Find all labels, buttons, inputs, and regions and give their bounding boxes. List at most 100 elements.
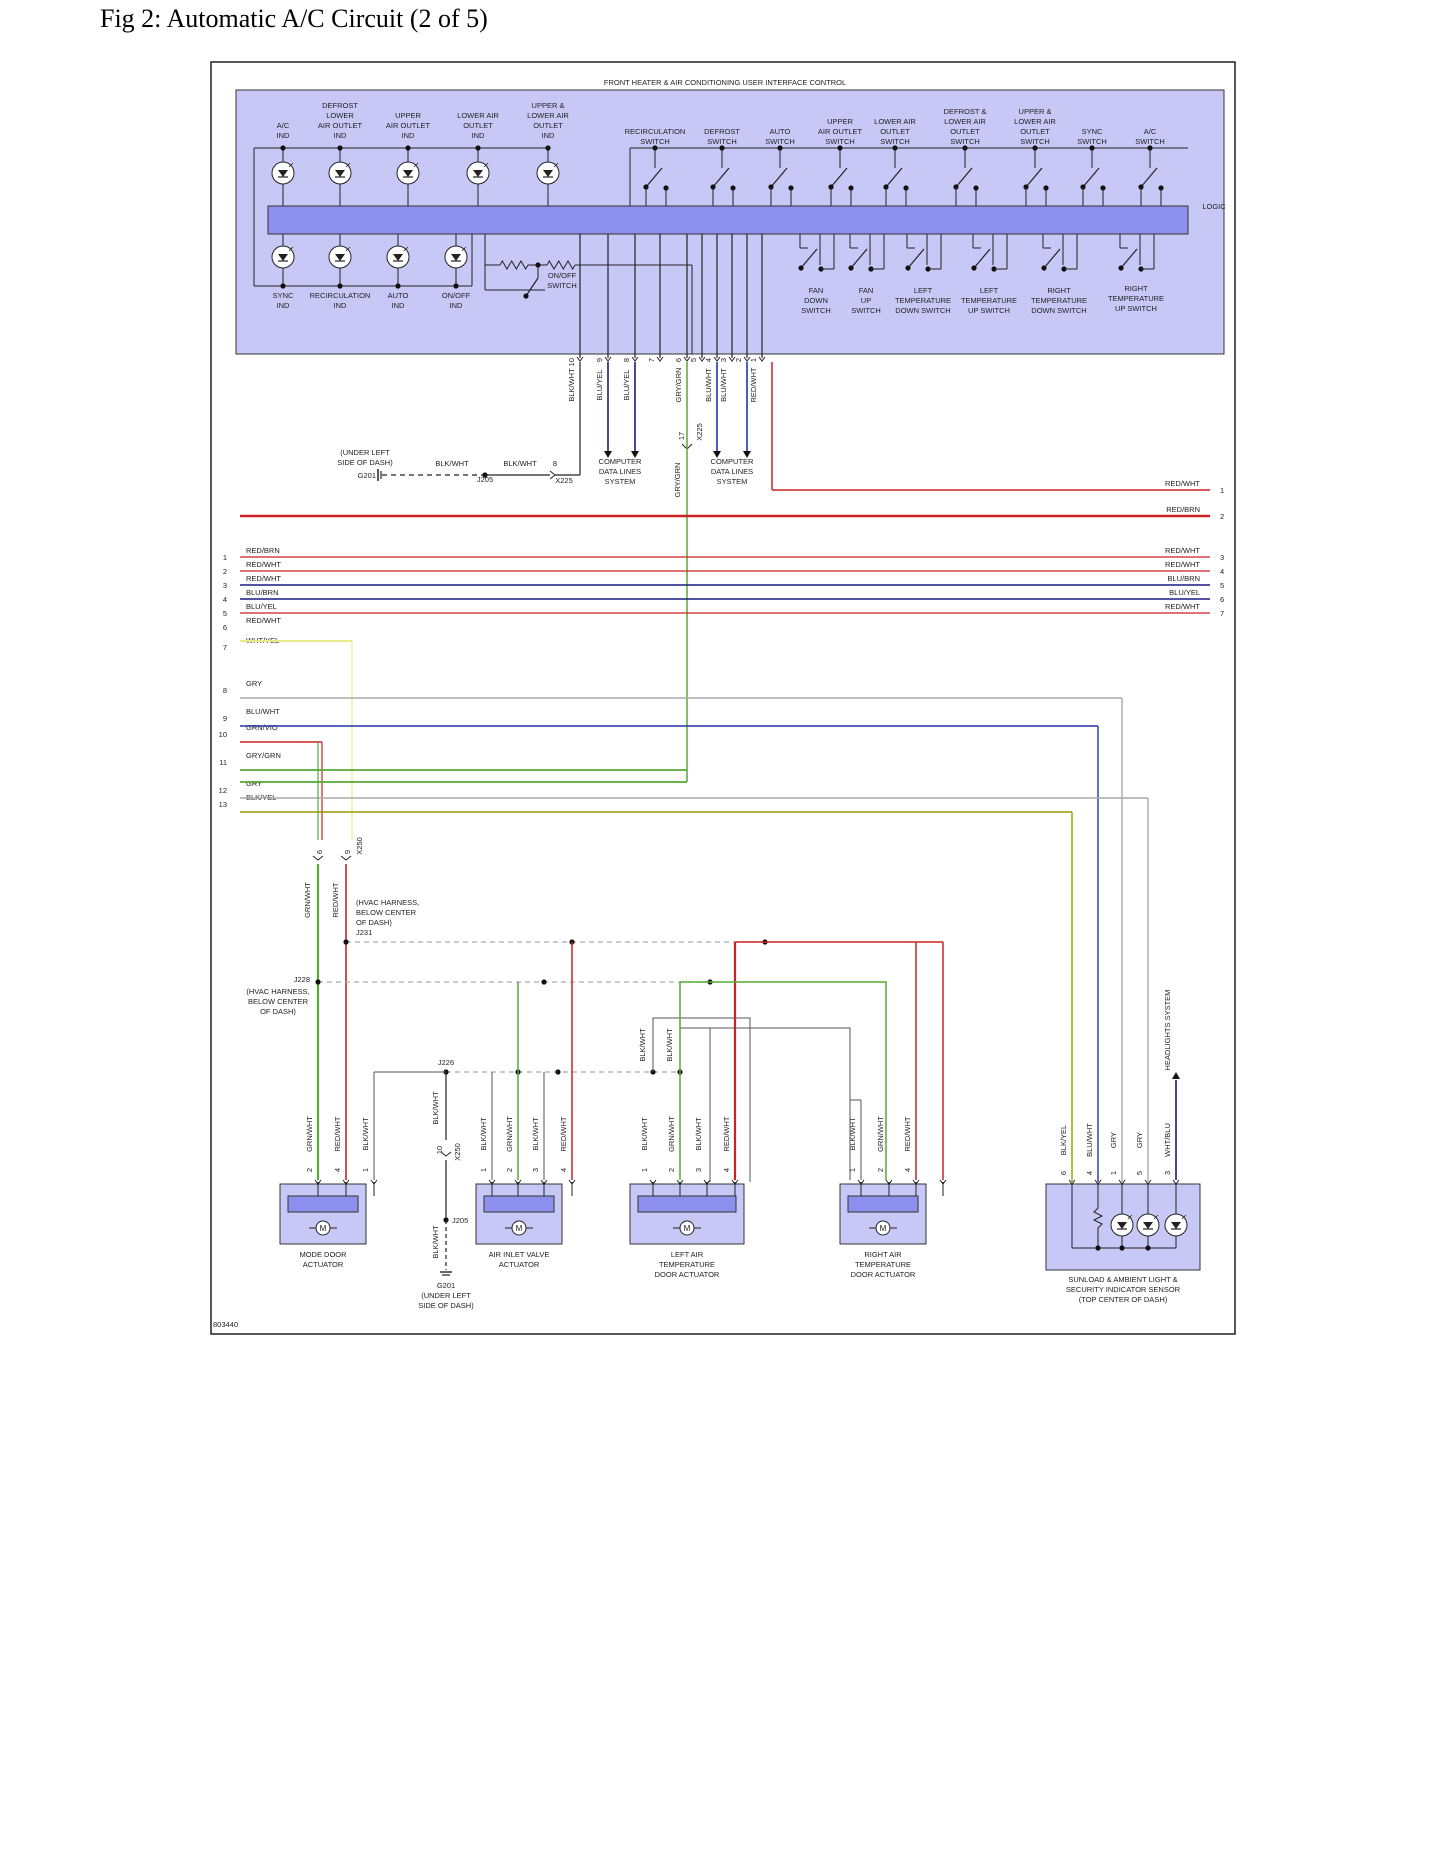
wire-label: GRY/GRN — [246, 751, 281, 760]
wire-number: 2 — [1220, 512, 1224, 521]
led-icon-ray — [413, 162, 419, 168]
indicator-node — [453, 283, 459, 289]
wire-label: BLK/WHT — [361, 1117, 370, 1151]
splice-dot — [1145, 1245, 1151, 1251]
splice-dot — [315, 979, 321, 985]
led-icon-diode — [278, 254, 288, 261]
headlights-label: HEADLIGHTS SYSTEM — [1163, 990, 1172, 1071]
wire-label: RED/WHT — [903, 1116, 912, 1151]
top-switch-label: OUTLET — [950, 127, 980, 136]
computer-data-lines-label: SYSTEM — [717, 477, 748, 486]
top-switch-label: LOWER AIR — [1014, 117, 1056, 126]
thermistor-icon — [1092, 1200, 1104, 1248]
top-indicator-label: IND — [277, 131, 291, 140]
connector-icon — [631, 356, 639, 362]
bottom-indicator-label: IND — [277, 301, 291, 310]
connector-icon — [576, 356, 584, 362]
connector-icon — [314, 1179, 322, 1185]
top-indicator-label: IND — [334, 131, 348, 140]
figure-title: Fig 2: Automatic A/C Circuit (2 of 5) — [100, 4, 488, 33]
pin-number: 1 — [749, 358, 758, 362]
connector-label: X225 — [555, 476, 573, 485]
motor-icon-glyph: M — [320, 1224, 327, 1233]
top-indicator-label: IND — [472, 131, 486, 140]
switch-icon — [1140, 167, 1158, 188]
bottom-switch-label: UP SWITCH — [1115, 304, 1157, 313]
bottom-indicator-label: IND — [392, 301, 406, 310]
wire-label: BLK/WHT — [503, 459, 537, 468]
bottom-indicator-label: SYNC — [273, 291, 294, 300]
led-icon-ray — [288, 246, 294, 252]
bottom-indicator-label: AUTO — [388, 291, 409, 300]
actuator-label: DOOR ACTUATOR — [851, 1270, 916, 1279]
wire-number: 6 — [223, 623, 227, 632]
top-switch-label: A/C — [1144, 127, 1157, 136]
pin-number: 6 — [674, 358, 683, 362]
wire-label: BLK/WHT — [435, 459, 469, 468]
connector-icon — [743, 356, 751, 362]
wire-number: 1 — [1220, 486, 1224, 495]
switch-icon-node — [1041, 265, 1047, 271]
bottom-switch-label: SWITCH — [851, 306, 881, 315]
wire-number: 1 — [223, 553, 227, 562]
connector-icon — [540, 1179, 548, 1185]
connector-icon — [656, 356, 664, 362]
top-switch-label: SWITCH — [1020, 137, 1050, 146]
wire-label: BLK/WHT — [431, 1225, 440, 1259]
connector-icon — [857, 1179, 865, 1185]
switch-icon — [712, 167, 730, 188]
pin-wire-label: BLU/WHT — [719, 368, 728, 402]
switch-icon — [525, 277, 539, 297]
actuator-label: TEMPERATURE — [855, 1260, 911, 1269]
connector-icon — [342, 1179, 350, 1185]
led-icon-diode — [278, 170, 288, 177]
resistor-icon — [546, 260, 576, 270]
switch-icon-node — [971, 265, 977, 271]
wire-number: 12 — [219, 786, 227, 795]
indicator-node — [395, 283, 401, 289]
top-switch-label: AUTO — [770, 127, 791, 136]
connector-icon — [340, 855, 352, 861]
pin-number: 4 — [903, 1168, 912, 1172]
led-icon-diode — [1117, 1222, 1127, 1229]
wire-label: GRY — [246, 779, 262, 788]
wire-number: 4 — [223, 595, 227, 604]
connector-icon — [939, 1179, 947, 1185]
splice-dot — [555, 1069, 561, 1075]
arrow-icon — [604, 451, 612, 458]
top-switch-label: SWITCH — [707, 137, 737, 146]
pin-number: 1 — [361, 1168, 370, 1172]
bottom-switch-label: TEMPERATURE — [1108, 294, 1164, 303]
pin-number: 3 — [531, 1168, 540, 1172]
sensor-label: SECURITY INDICATOR SENSOR — [1066, 1285, 1181, 1294]
onoff-contact — [523, 293, 529, 299]
wire-label: BLK/WHT — [479, 1117, 488, 1151]
top-indicator-label: UPPER — [395, 111, 421, 120]
wire-label: GRY — [246, 679, 262, 688]
motor-icon-glyph: M — [684, 1224, 691, 1233]
wire-label: GRN/WHT — [305, 1116, 314, 1152]
wire-label: GRY/GRN — [673, 463, 682, 498]
wire-label: BLK/WHT — [848, 1117, 857, 1151]
top-switch-label: OUTLET — [1020, 127, 1050, 136]
connector-icon — [728, 356, 736, 362]
bottom-switch-label: LEFT — [914, 286, 933, 295]
top-indicator-label: LOWER AIR — [457, 111, 499, 120]
arrow-icon — [713, 451, 721, 458]
actuator-label: MODE DOOR — [299, 1250, 347, 1259]
wire-label: BLK/WHT — [640, 1117, 649, 1151]
top-indicator-label: IND — [542, 131, 556, 140]
onoff-switch-label: ON/OFF — [548, 271, 577, 280]
top-switch-label: LOWER AIR — [944, 117, 986, 126]
wire-label: GRN/WHT — [505, 1116, 514, 1152]
ground-label: G201 — [358, 471, 376, 480]
pin-number: 4 — [333, 1168, 342, 1172]
top-switch-label: SWITCH — [880, 137, 910, 146]
module-title: FRONT HEATER & AIR CONDITIONING USER INT… — [604, 78, 846, 87]
resistor-icon — [499, 260, 529, 270]
actuator-label: ACTUATOR — [499, 1260, 540, 1269]
wire-label: GRY — [1135, 1132, 1144, 1148]
wire-label: BLU/BRN — [1167, 574, 1200, 583]
led-icon-diode — [543, 170, 553, 177]
top-indicator-label: A/C — [277, 121, 290, 130]
